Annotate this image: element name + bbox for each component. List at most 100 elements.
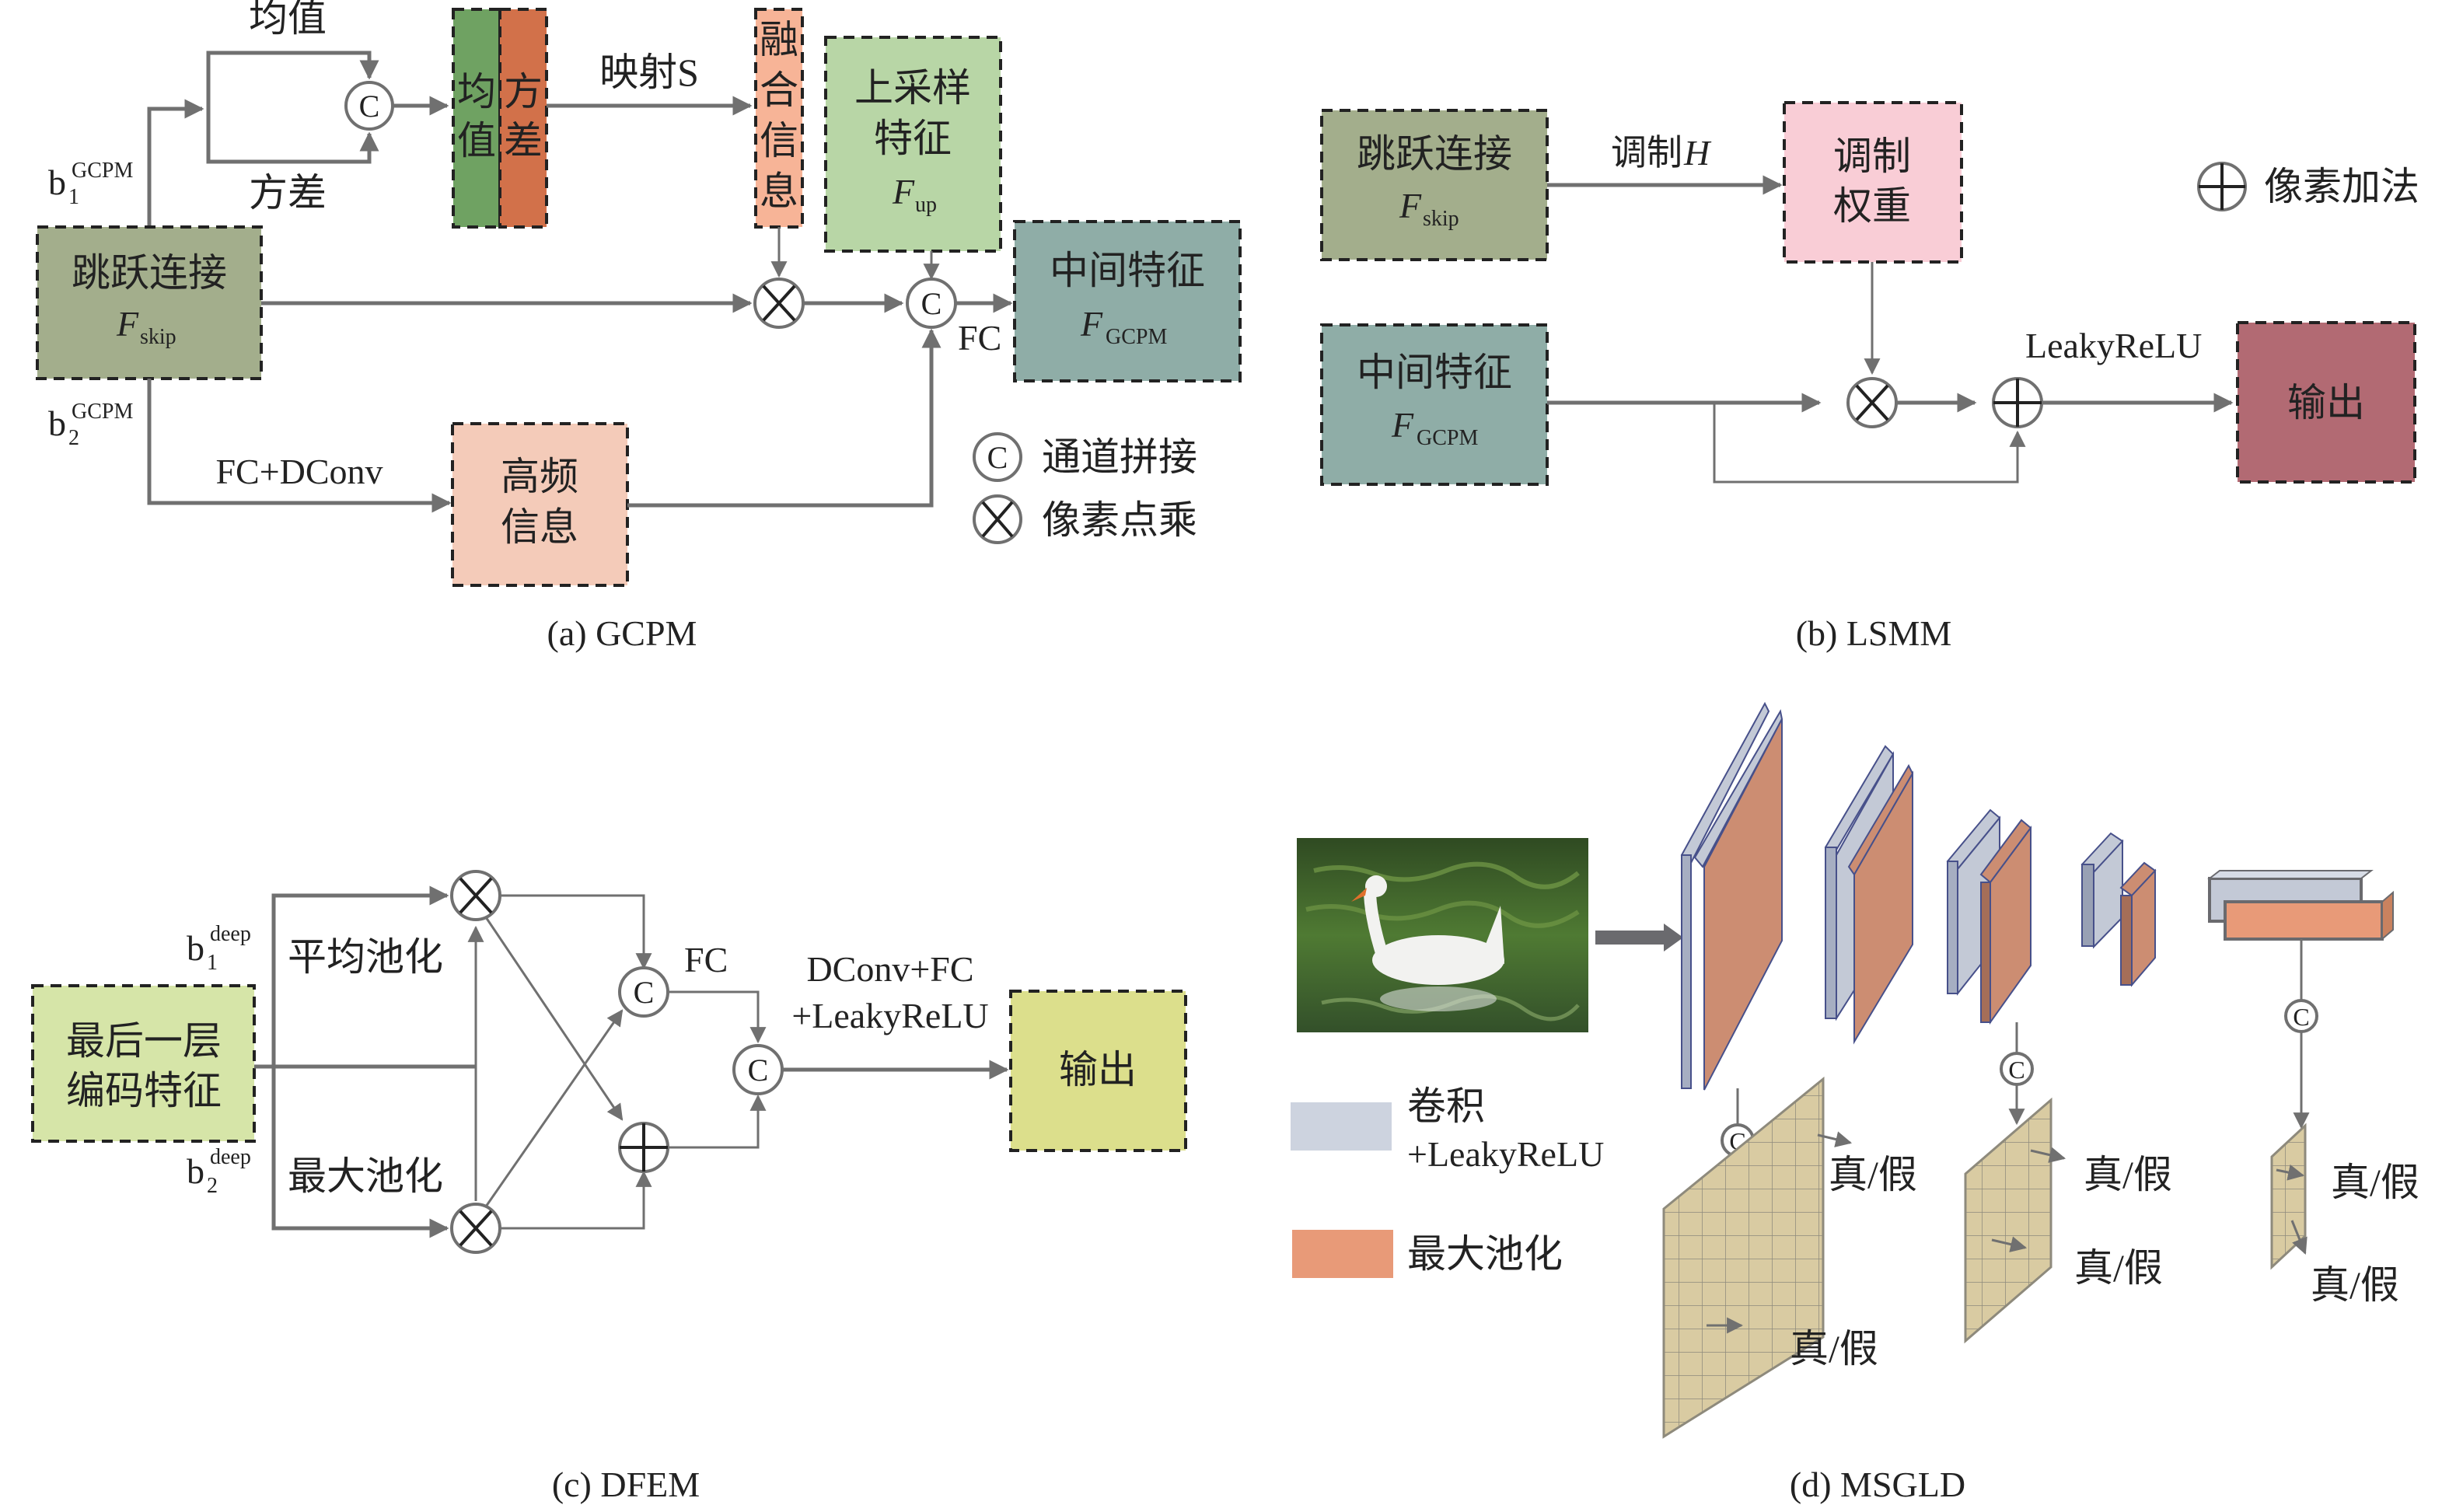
output-label: 输出 [1059,1048,1137,1091]
variance-label: 方差 [249,171,327,215]
concat-symbol: C [2293,1003,2309,1031]
avg-pool-label: 平均池化 [288,935,443,979]
svg-text:b: b [48,162,66,202]
upsample-subtitle: 特征 [874,117,952,160]
f-symbol: F [1391,405,1414,445]
mapping-s-label: 映射S [599,51,699,94]
upsample-title: 上采样 [854,66,971,110]
legend-label: +LeakyReLU [1407,1134,1604,1174]
modulation-h: H [1683,133,1712,173]
b1-gcpm-label: b 1 GCPM [48,159,133,209]
f-subscript: GCPM [1106,325,1167,349]
add-cross [620,1123,668,1172]
multiply-cross [459,877,493,914]
max-pool-label: 最大池化 [288,1154,443,1198]
residual-connector [1713,403,2026,484]
prediction-arrow [1817,1131,1853,1147]
f-symbol: F [1080,304,1103,344]
fc-dconv-label: FC+DConv [215,452,383,491]
stack-char: 均 [457,70,496,113]
svg-text:b: b [48,403,66,443]
highfreq-line: 信息 [501,505,578,549]
f-symbol: F [116,304,139,344]
stack-char: 值 [457,119,496,162]
connector [271,1067,449,1238]
concat-symbol: C [2008,1056,2025,1084]
svg-text:2: 2 [207,1174,218,1198]
connector [668,990,767,1044]
svg-text:deep: deep [210,1145,251,1169]
mean-block [452,8,501,229]
prediction-arrow [2290,1220,2308,1255]
connector [271,885,449,1067]
b2-gcpm-label: b 2 GCPM [48,400,133,450]
stack-char: 融 [760,18,798,61]
multiply-cross [1855,384,1889,421]
high-frequency-block [451,422,629,587]
f-subscript: GCPM [1417,426,1478,450]
real-fake-label: 真/假 [1829,1153,1917,1196]
connector [206,51,379,109]
caption-gcpm: (a) GCPM [547,613,697,653]
highfreq-line: 高频 [501,455,578,498]
skip-title: 跳跃连接 [1357,132,1512,176]
f-subscript: skip [1423,207,1459,231]
real-fake-label: 真/假 [2331,1161,2419,1204]
patch-output-medium [1964,1097,2052,1344]
legend-gcpm: C 通道拼接 像素点乘 [973,432,1197,544]
add-cross [1993,379,2042,427]
f-subscript: skip [140,325,176,349]
mid-title: 中间特征 [1050,249,1205,292]
stack-char: 差 [504,119,543,162]
panel-gcpm: C 均值 方差 b 1 GCPM 均 值 方 差 映射S 融 合 信 息 上采样… [36,0,1242,653]
stack-char: 方 [504,70,543,113]
f-subscript: up [915,193,937,217]
caption-dfem: (c) DFEM [552,1465,700,1504]
connector [206,109,379,164]
svg-text:deep: deep [210,922,251,946]
last-layer-encoding-block [31,984,256,1143]
intermediate-feature-block [1320,323,1549,486]
legend-label: 通道拼接 [1042,435,1197,479]
patch-output-large [1662,1076,1825,1439]
svg-text:GCPM: GCPM [72,400,133,424]
connector [147,379,452,513]
variance-block [498,8,548,229]
encoder-stack [1680,701,2394,1091]
caption-msgld: (d) MSGLD [1790,1465,1965,1504]
connector [500,1170,652,1230]
intermediate-feature-block [1013,220,1242,382]
legend-label: 最大池化 [1407,1232,1563,1276]
real-fake-label: 真/假 [2074,1246,2163,1290]
upsample-feature-block [824,36,1002,253]
skip-title: 跳跃连接 [72,251,227,295]
cross-connector [484,1009,624,1207]
panel-dfem: 最后一层 编码特征 b 1 deep b 2 deep 平均池化 最大池化 C [31,870,1187,1504]
prediction-arrow [2030,1147,2066,1163]
prediction-arrow [1991,1236,2028,1252]
svg-text:C: C [987,440,1008,475]
mid-title: 中间特征 [1357,351,1512,394]
caption-lsmm: (b) LSMM [1796,613,1952,653]
connector [668,1094,767,1149]
connector [627,328,942,508]
svg-text:b: b [187,1151,204,1191]
svg-text:1: 1 [207,951,218,975]
fc-label: FC [958,318,1001,358]
panel-msgld: C C C 真/假 真/假 真/假 真/假 真/假 真/假 卷积 +LeakyR… [1291,701,2419,1504]
stack-char: 息 [760,169,798,213]
pool-layer [2224,900,2384,941]
legend-msgld: 卷积 +LeakyReLU 最大池化 [1291,1084,1604,1278]
real-fake-label: 真/假 [2311,1263,2399,1307]
legend-lsmm: 像素加法 [2197,162,2419,211]
prediction-arrow [2276,1164,2305,1181]
multiply-cross [459,1210,493,1247]
input-line: 编码特征 [66,1069,222,1112]
connector [147,99,204,225]
svg-text:GCPM: GCPM [72,159,133,183]
panel-lsmm: 跳跃连接 F skip 调制 H 调制 权重 像素加法 中间特征 F GCPM … [1320,101,2419,653]
fc-label: FC [684,940,728,979]
leakyrelu-label: +LeakyReLU [791,996,988,1035]
real-fake-label: 真/假 [1790,1327,1878,1371]
output-block [1009,990,1187,1152]
